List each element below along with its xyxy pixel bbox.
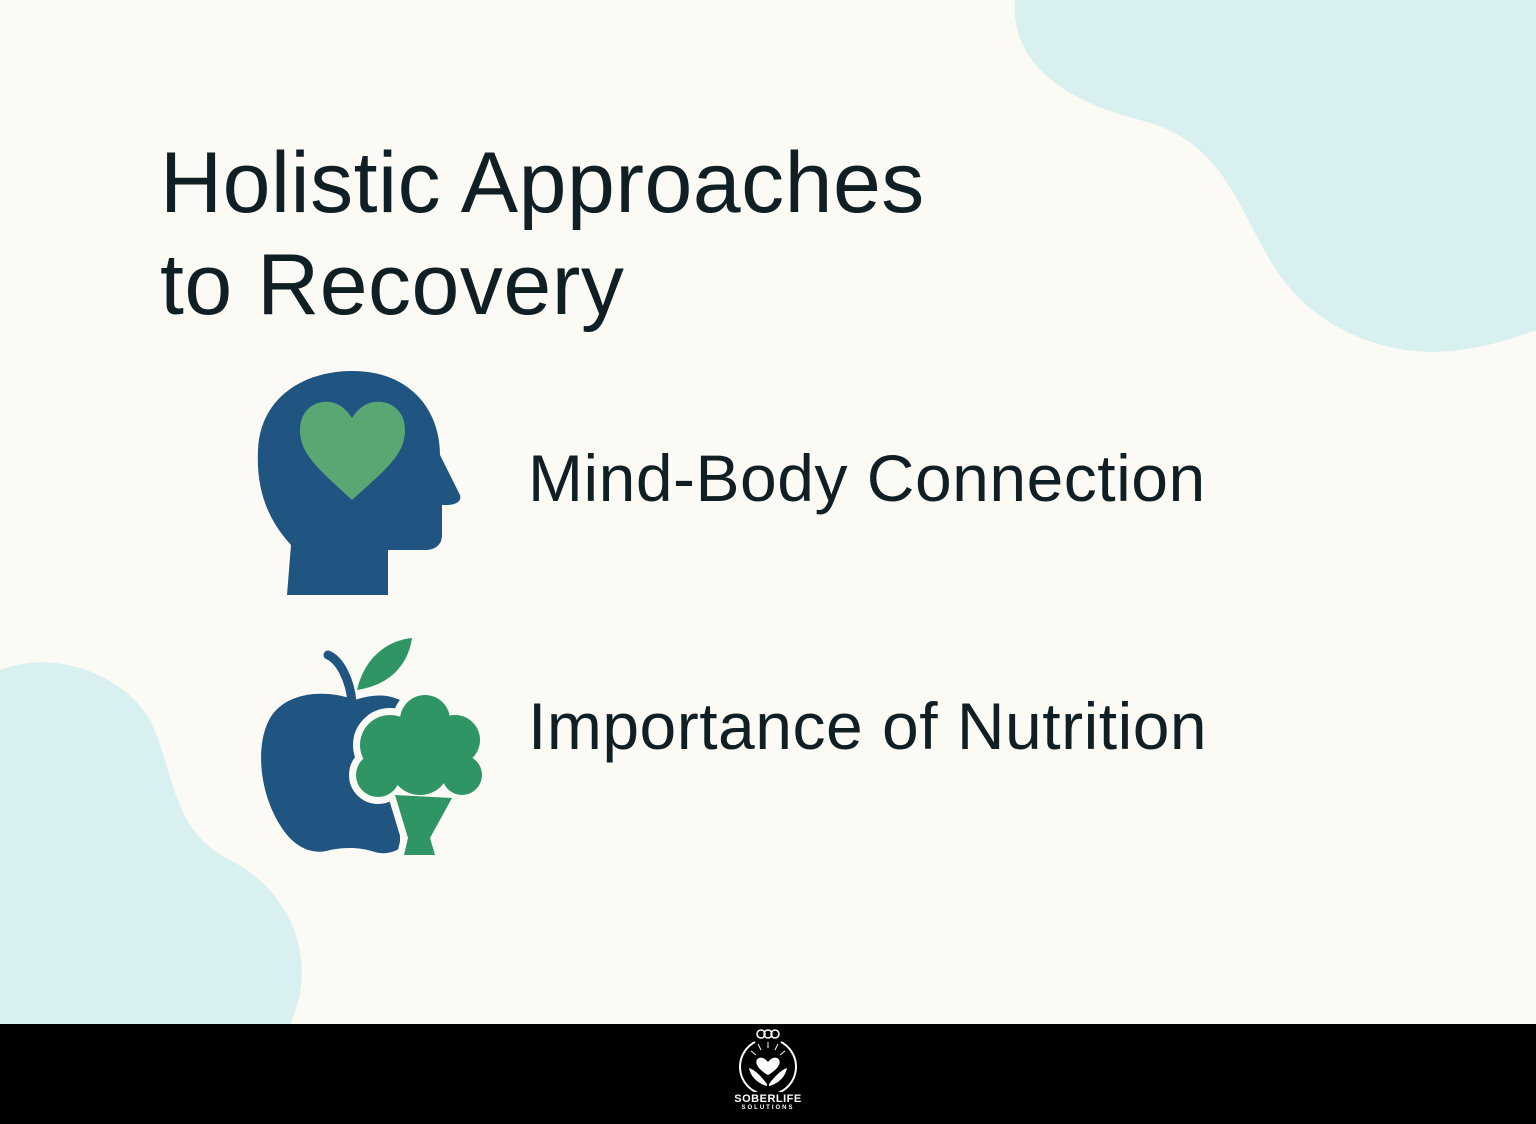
decorative-blob-bottom-left <box>0 662 302 1024</box>
apple-broccoli-icon <box>261 638 489 862</box>
decorative-blob-top-right <box>1014 0 1536 352</box>
brand-subtitle: SOLUTIONS <box>741 1105 795 1111</box>
hands-holding-heart-logo <box>739 1029 797 1092</box>
brand-logo: SOBERLIFE SOLUTIONS <box>728 1028 808 1120</box>
item-mind-body-connection: Mind-Body Connection <box>528 441 1206 515</box>
brand-name: SOBERLIFE <box>734 1093 802 1105</box>
title-line-2: to Recovery <box>160 237 625 333</box>
title-line-1: Holistic Approaches <box>160 135 925 231</box>
item-importance-of-nutrition: Importance of Nutrition <box>528 689 1208 763</box>
background-art <box>0 0 1536 1024</box>
footer-bar: SOBERLIFE SOLUTIONS <box>0 1024 1536 1124</box>
page-title: Holistic Approaches to Recovery <box>160 132 925 336</box>
head-with-heart-icon <box>257 370 461 595</box>
